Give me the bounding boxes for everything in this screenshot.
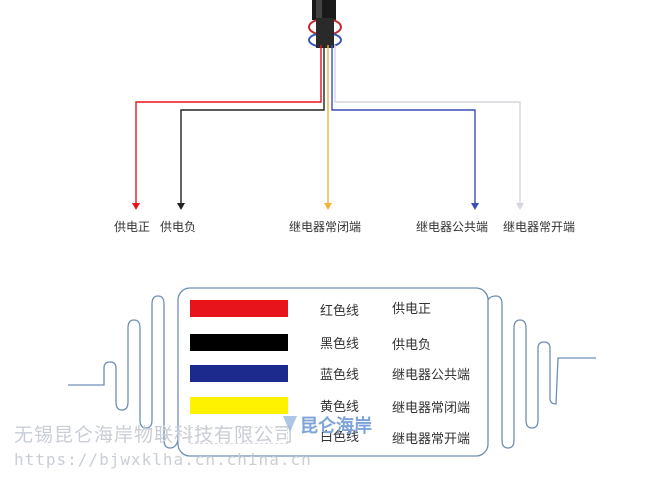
- arrow-yellow: [324, 203, 332, 210]
- legend-swatch-1: [190, 334, 288, 351]
- label-power-positive: 供电正: [114, 220, 151, 234]
- legend-function: 供电负: [392, 338, 432, 353]
- legend-swatch-0: [190, 300, 288, 317]
- watermark-logo-text: 昆仑海岸: [300, 416, 372, 437]
- legend-color-name: 黑色线: [320, 337, 360, 352]
- legend-color-name: 红色线: [320, 304, 360, 319]
- legend-color-name: 黄色线: [320, 400, 360, 415]
- label-relay-nc: 继电器常闭端: [289, 220, 362, 234]
- wire-white: [334, 45, 521, 205]
- arrow-blue: [471, 203, 479, 210]
- legend-function: 继电器常开端: [392, 432, 471, 447]
- legend-function: 供电正: [392, 302, 432, 317]
- legend-swatch-4: [190, 427, 288, 444]
- legend-frame: [68, 287, 596, 457]
- label-relay-com: 继电器公共端: [416, 220, 489, 234]
- logo-icon: [283, 416, 297, 432]
- arrow-white: [516, 203, 524, 210]
- legend-function: 继电器常闭端: [392, 401, 471, 416]
- watermark-url: https://bjwxklha.cn.china.cn: [14, 450, 312, 469]
- wire-red: [135, 45, 322, 205]
- cable-bundle: [308, 0, 342, 48]
- label-relay-no: 继电器常开端: [503, 220, 576, 234]
- watermark-company: 无锡昆仑海岸物联科技有限公司: [14, 424, 295, 446]
- arrow-black: [177, 203, 185, 210]
- legend-swatch-3: [190, 397, 288, 414]
- legend-function: 继电器公共端: [392, 368, 471, 383]
- legend-color-name: 白色线: [320, 430, 360, 445]
- legend-swatch-2: [190, 365, 288, 382]
- legend-color-name: 蓝色线: [320, 368, 360, 383]
- label-power-negative: 供电负: [160, 220, 197, 234]
- wire-blue: [331, 45, 476, 205]
- wire-black: [180, 45, 325, 205]
- arrow-red: [132, 203, 140, 210]
